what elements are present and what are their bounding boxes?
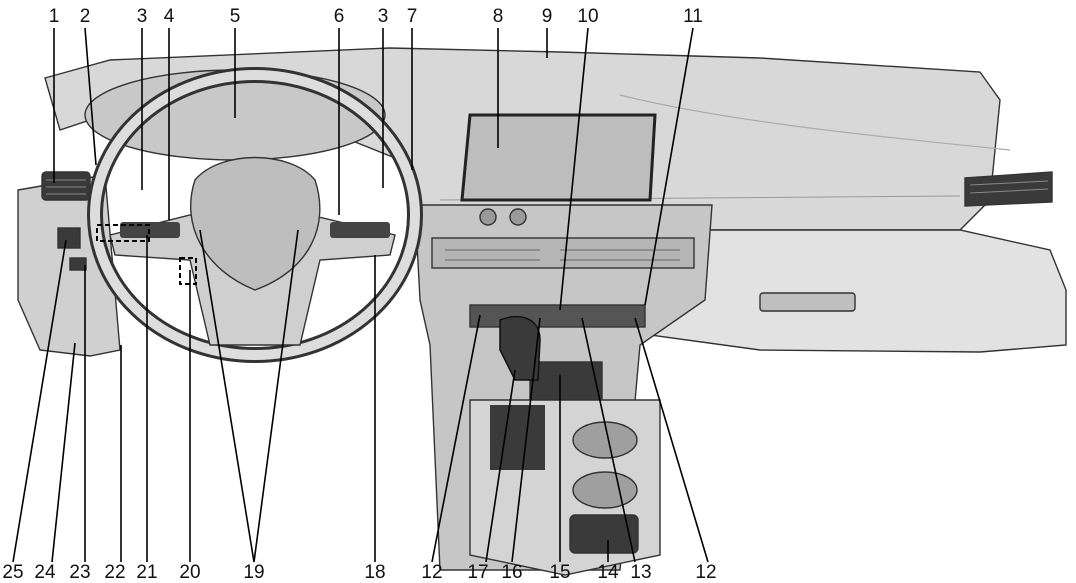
callout-5-top: 5: [230, 6, 241, 27]
right-vent: [964, 171, 1053, 207]
bottom-leader-lines: [12, 229, 709, 563]
climate-controls: [431, 237, 695, 269]
callout-20-bottom: 20: [179, 562, 200, 583]
airbag-hub: [190, 156, 321, 291]
left-knob: [479, 208, 497, 226]
callout-19-bottom: 19: [243, 562, 264, 583]
dashed-box-lower: [179, 257, 197, 285]
callout-7-top: 7: [407, 6, 418, 27]
console-dark-panel: [490, 405, 545, 470]
callout-13-bottom: 13: [630, 562, 651, 583]
callout-3-top-left: 3: [137, 6, 148, 27]
console-tray: [569, 514, 639, 554]
callout-14-bottom: 14: [597, 562, 619, 583]
callout-12-bottom-left: 12: [421, 562, 442, 583]
gear-shifter: [499, 315, 541, 381]
top-callouts: 1 2 3 4 5 6 3 7 8 9 10 11: [49, 6, 703, 27]
callout-1-top: 1: [49, 6, 60, 27]
callout-16-bottom: 16: [501, 562, 522, 583]
callout-15-bottom: 15: [549, 562, 570, 583]
dashed-box-left: [96, 224, 150, 242]
left-vent: [41, 171, 91, 201]
cup-holder-rear: [572, 471, 638, 509]
callout-8-top: 8: [493, 6, 504, 27]
right-knob: [509, 208, 527, 226]
callout-4-top: 4: [164, 6, 175, 27]
callout-22-bottom: 22: [104, 562, 125, 583]
callout-24-bottom: 24: [34, 562, 56, 583]
callout-18-bottom: 18: [364, 562, 385, 583]
infotainment-screen: [460, 113, 657, 202]
headlamp-switch: [57, 227, 81, 249]
right-wheel-controls: [330, 222, 390, 238]
callout-2-top: 2: [80, 6, 91, 27]
callout-3-top-right: 3: [378, 6, 389, 27]
switch-row: [469, 304, 646, 328]
callout-21-bottom: 21: [136, 562, 157, 583]
callout-25-bottom: 25: [2, 562, 23, 583]
glovebox-handle: [759, 292, 856, 312]
left-lower-switch: [69, 257, 87, 271]
callout-17-bottom: 17: [467, 562, 488, 583]
bottom-callouts: 25 24 23 22 21 20 19 18 12 17 16 15 14 1…: [2, 562, 716, 583]
callout-9-top: 9: [542, 6, 553, 27]
callout-23-bottom: 23: [69, 562, 90, 583]
callout-12-bottom-right: 12: [695, 562, 716, 583]
callout-10-top: 10: [577, 6, 598, 27]
callout-6-top: 6: [334, 6, 345, 27]
storage-slot: [529, 361, 603, 401]
top-leader-lines: [53, 27, 694, 311]
callout-11-top: 11: [683, 6, 703, 27]
